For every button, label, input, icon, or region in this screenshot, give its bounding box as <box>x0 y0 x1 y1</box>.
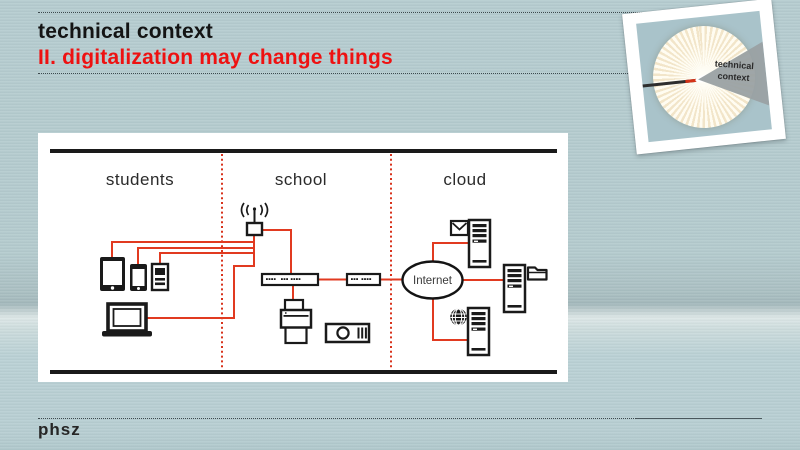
link-tablet-ap <box>111 241 254 257</box>
wifi-access-point-icon <box>240 202 269 237</box>
router-modem-icon <box>345 272 382 287</box>
footer-rule-solid <box>636 418 762 419</box>
network-diagram: students school cloud <box>38 133 568 382</box>
fan-book-photo: technical context <box>636 10 772 143</box>
slide-title: technical context <box>38 20 213 43</box>
section-label-cloud: cloud <box>443 170 486 189</box>
link-mediaplayer-ap <box>159 252 254 264</box>
link-laptop-ap <box>146 265 254 319</box>
network-connections <box>111 229 505 341</box>
header-top-rule <box>38 12 768 13</box>
projector-icon <box>324 322 371 344</box>
internet-label: Internet <box>413 275 453 287</box>
email-icon <box>449 219 470 237</box>
slide-subtitle: II. digitalization may change things <box>38 46 393 69</box>
footer-rule <box>38 418 762 419</box>
section-separators <box>221 154 392 369</box>
file-server-icon <box>502 263 527 314</box>
mail-server-icon <box>467 218 492 269</box>
tablet-icon <box>100 257 125 291</box>
globe-icon <box>450 308 467 326</box>
internet-cloud: Internet <box>401 260 464 300</box>
diagram-frame <box>50 149 557 374</box>
web-server-icon <box>466 306 491 357</box>
section-label-school: school <box>275 170 327 189</box>
smartphone-icon <box>130 264 147 291</box>
network-diagram-svg: students school cloud <box>50 149 557 374</box>
logo-card: technical context <box>622 0 786 155</box>
link-internet-webserver <box>432 298 468 341</box>
link-smartphone-ap <box>137 247 254 264</box>
media-player-icon <box>150 262 170 292</box>
footer-logo: phsz <box>38 420 81 439</box>
header-bottom-rule <box>38 73 768 74</box>
wedge-label-line2: context <box>716 70 750 84</box>
network-switch-icon <box>260 272 320 287</box>
folder-icon <box>526 266 548 281</box>
printer-icon <box>279 298 313 345</box>
link-internet-mailserver <box>432 242 470 262</box>
link-ap-switch <box>262 229 292 274</box>
section-label-students: students <box>106 170 174 189</box>
laptop-icon <box>102 302 152 337</box>
